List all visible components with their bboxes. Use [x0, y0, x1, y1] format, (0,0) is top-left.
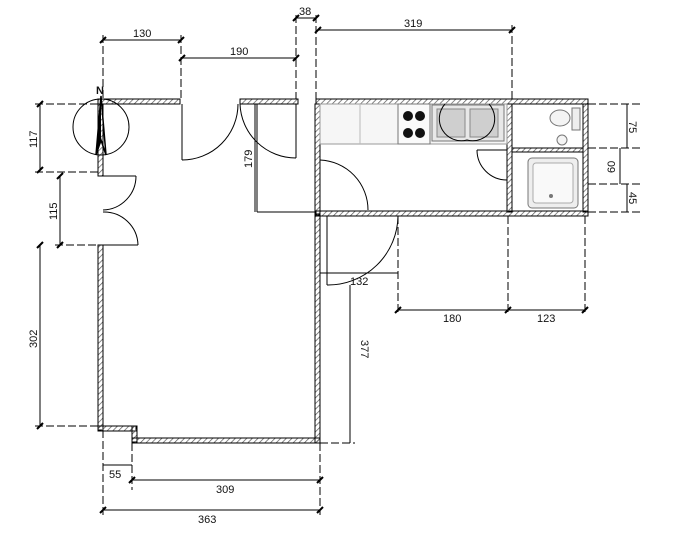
- door-bathroom: [476, 149, 508, 181]
- wall-bath-right: [582, 103, 589, 213]
- wall-top-kitchen: [315, 98, 589, 105]
- door-living: [326, 215, 399, 286]
- dim-130: 130: [133, 28, 151, 40]
- wall-interior-vertical: [314, 103, 321, 215]
- fixtures: [319, 103, 581, 209]
- wall-kitchen-bottom: [315, 210, 589, 217]
- compass-north-label: N: [96, 85, 104, 97]
- wall-top-left: [97, 98, 181, 105]
- dim-309: 309: [216, 484, 234, 496]
- compass-icon: N: [72, 85, 130, 156]
- dim-60: 60: [606, 161, 618, 173]
- dim-75: 75: [626, 121, 638, 133]
- kitchen-sink-icon: [431, 104, 505, 142]
- dim-132: 132: [350, 276, 368, 288]
- door-hall: [319, 159, 369, 211]
- double-door-top: [181, 103, 297, 161]
- dim-55: 55: [109, 469, 121, 481]
- dim-115: 115: [48, 202, 60, 220]
- wall-bath-divider: [506, 103, 513, 213]
- toilet-icon: [549, 107, 581, 146]
- wall-top-mid: [239, 98, 299, 105]
- dim-319: 319: [404, 18, 422, 30]
- wall-left-lower: [97, 244, 104, 431]
- dim-377: 377: [358, 340, 370, 358]
- dimension-lines: [35, 14, 640, 515]
- dim-38: 38: [299, 6, 311, 18]
- wall-bath-partition: [511, 147, 584, 153]
- shower-tray-icon: [527, 157, 579, 209]
- wall-bottom-notch: [97, 425, 137, 432]
- dim-45: 45: [626, 192, 638, 204]
- cabinet-swing: [438, 103, 496, 142]
- double-door-left: [102, 175, 139, 246]
- dim-363: 363: [198, 514, 216, 526]
- dim-179: 179: [243, 150, 255, 168]
- dim-123: 123: [537, 313, 555, 325]
- dim-190: 190: [230, 46, 248, 58]
- stove-icon: [397, 103, 431, 145]
- dim-180: 180: [443, 313, 461, 325]
- wall-bottom: [131, 437, 321, 444]
- doors: [102, 103, 508, 286]
- dim-302: 302: [28, 330, 40, 348]
- wall-right-living: [314, 214, 321, 444]
- dim-117: 117: [28, 130, 40, 148]
- dimension-labels: 130 190 38 319 117 115 302 179 132 377 1…: [28, 6, 638, 526]
- walls: [97, 98, 589, 444]
